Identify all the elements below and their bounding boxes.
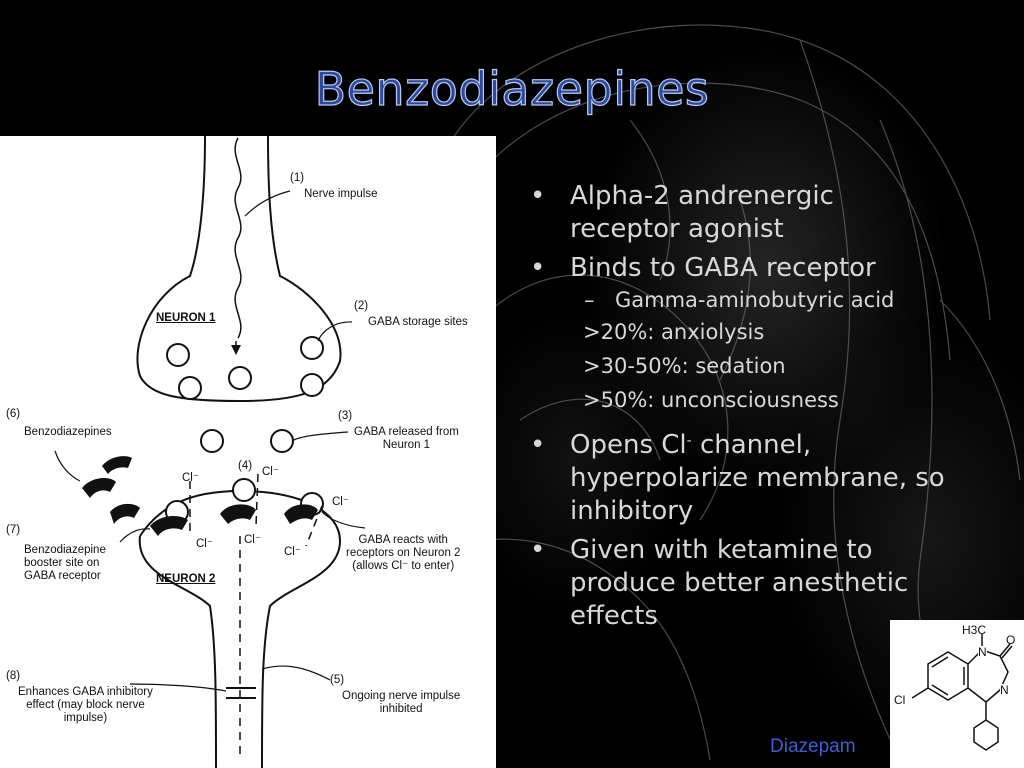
atom-o: O xyxy=(1006,633,1016,647)
diazepam-structure: H3C N O N Cl xyxy=(890,620,1024,768)
label-booster-site: Benzodiazepine booster site on GABA rece… xyxy=(24,544,106,582)
threshold-line: >50%: unconsciousness xyxy=(583,388,839,412)
label-step-1: (1) xyxy=(290,172,305,184)
label-cl-2: Cl⁻ xyxy=(262,466,279,478)
label-benzodiazepines: Benzodiazepines xyxy=(24,426,112,438)
label-gaba-storage: GABA storage sites xyxy=(368,316,468,328)
bullet-item: •Given with ketamine to produce better a… xyxy=(530,535,909,631)
label-enhances: Enhances GABA inhibitory effect (may blo… xyxy=(18,686,153,724)
sub-bullet-item: –Gamma-aminobutyric acid xyxy=(584,288,895,312)
atom-n-top: N xyxy=(978,645,987,659)
bullet-item: •Binds to GABA receptor xyxy=(530,253,876,283)
atom-cl: Cl xyxy=(894,693,906,707)
label-step-8: (8) xyxy=(6,670,21,682)
label-step-3: (3) xyxy=(338,410,353,422)
label-step-5: (5) xyxy=(330,674,345,686)
threshold-line: >30-50%: sedation xyxy=(583,354,786,378)
nerve-impulse-wave xyxy=(234,137,242,339)
label-nerve-impulse: Nerve impulse xyxy=(304,188,378,200)
label-cl-4: Cl⁻ xyxy=(196,538,213,550)
label-cl-1: Cl⁻ xyxy=(182,472,199,484)
slide-title: Benzodiazepines xyxy=(314,61,710,116)
label-ongoing: Ongoing nerve impulse inhibited xyxy=(342,690,461,715)
label-cl-6: Cl⁻ xyxy=(284,546,301,558)
background-texture-lines xyxy=(419,24,1021,761)
structure-caption: Diazepam xyxy=(770,736,856,757)
label-gaba-reacts: GABA reacts with receptors on Neuron 2 (… xyxy=(346,534,461,572)
bullet-list: •Alpha-2 andrenergic receptor agonist •B… xyxy=(530,180,950,639)
atom-n-ring: N xyxy=(1000,683,1009,697)
label-step-2: (2) xyxy=(354,300,369,312)
label-neuron-1: NEURON 1 xyxy=(156,312,216,324)
label-cl-3: Cl⁻ xyxy=(332,496,349,508)
threshold-line: >20%: anxiolysis xyxy=(583,320,765,344)
synapse-drawing xyxy=(54,136,366,768)
label-step-4: (4) xyxy=(238,460,253,472)
label-neuron-2: NEURON 2 xyxy=(156,573,216,585)
gaba-synapse-diagram: (1) Nerve impulse (2) GABA storage sites… xyxy=(0,136,496,768)
bullet-item: •Opens Cl- channel, hyperpolarize membra… xyxy=(530,430,945,526)
label-step-6: (6) xyxy=(6,408,21,420)
bullet-item: •Alpha-2 andrenergic receptor agonist xyxy=(530,181,834,244)
label-step-7: (7) xyxy=(6,524,21,536)
label-gaba-released: GABA released from Neuron 1 xyxy=(354,426,459,451)
atom-ch3: H3C xyxy=(962,623,987,637)
label-cl-5: Cl⁻ xyxy=(244,534,261,546)
